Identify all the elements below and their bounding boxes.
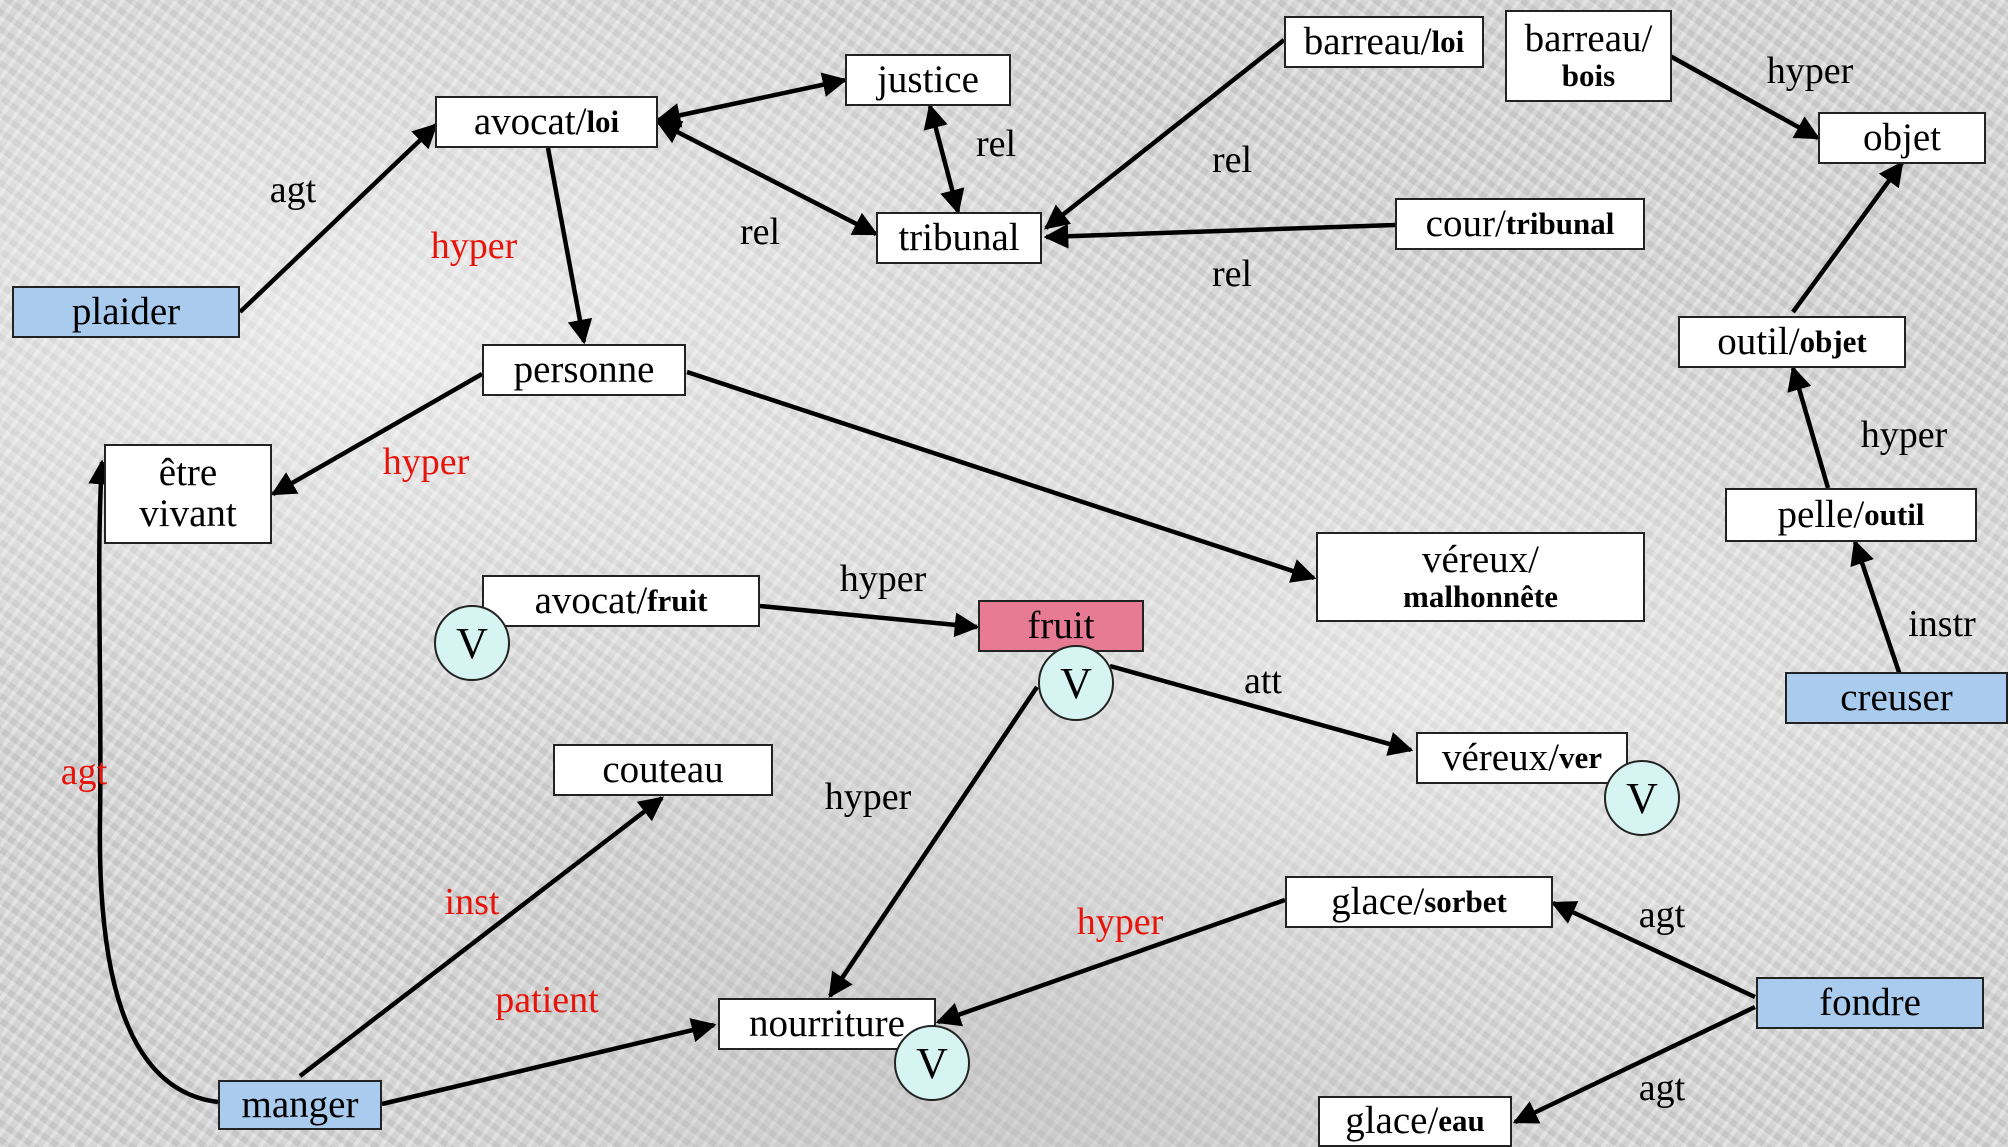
node-couteau[interactable]: couteau bbox=[553, 744, 773, 796]
label-agt-plaider: agt bbox=[269, 169, 317, 211]
node-personne[interactable]: personne bbox=[482, 344, 686, 396]
edge-personne-vereux bbox=[686, 369, 1317, 583]
edge-manger-etre bbox=[88, 459, 219, 1105]
label-rel-avocat-tribunal: rel bbox=[739, 211, 781, 253]
node-barreau-bois[interactable]: barreau/bois bbox=[1505, 10, 1672, 102]
node-fondre[interactable]: fondre bbox=[1756, 977, 1984, 1029]
edge-glace-nourriture bbox=[935, 897, 1286, 1027]
label-instr-creuser: instr bbox=[1908, 603, 1976, 645]
v-marker-vereux-ver: V bbox=[1604, 760, 1680, 836]
edge-justice-tribunal bbox=[923, 103, 965, 215]
label-agt-manger: agt bbox=[60, 751, 108, 793]
node-objet[interactable]: objet bbox=[1818, 112, 1986, 164]
edge-barreau-tribunal bbox=[1044, 38, 1286, 230]
label-hyper-avocat-personne: hyper bbox=[430, 225, 518, 267]
node-creuser[interactable]: creuser bbox=[1785, 672, 2008, 724]
edge-creuser-pelle bbox=[1850, 539, 1908, 691]
node-glace-eau[interactable]: glace/eau bbox=[1318, 1096, 1512, 1147]
label-hyper-avocat-fruit: hyper bbox=[839, 558, 927, 600]
label-hyper-glace-nourriture: hyper bbox=[1076, 901, 1164, 943]
v-marker-nourriture: V bbox=[894, 1025, 970, 1101]
node-avocat-loi[interactable]: avocat/loi bbox=[435, 96, 658, 148]
node-pelle-outil[interactable]: pelle/outil bbox=[1725, 488, 1977, 542]
v-marker-fruit: V bbox=[1038, 645, 1114, 721]
node-outil-objet[interactable]: outil/objet bbox=[1678, 316, 1906, 368]
edge-barreau-objet bbox=[1668, 54, 1821, 140]
edge-outil-objet bbox=[1791, 161, 1904, 314]
edge-manger-nourriture bbox=[381, 1018, 717, 1107]
node-avocat-fruit[interactable]: avocat/fruit bbox=[482, 575, 760, 627]
label-agt-fondre-glace-eau: agt bbox=[1638, 1067, 1686, 1109]
label-inst-manger: inst bbox=[444, 881, 500, 923]
label-rel-barreau-tribunal: rel bbox=[1211, 139, 1253, 181]
node-manger[interactable]: manger bbox=[218, 1080, 382, 1130]
edge-plaider-avocat bbox=[238, 123, 438, 314]
label-hyper-fruit-nourriture: hyper bbox=[824, 776, 912, 818]
node-glace-sorbet[interactable]: glace/sorbet bbox=[1285, 876, 1553, 928]
label-hyper-pelle-outil: hyper bbox=[1860, 414, 1948, 456]
edge-avocat-tribunal bbox=[655, 119, 879, 237]
label-rel-cour-tribunal: rel bbox=[1211, 253, 1253, 295]
node-cour-tribunal[interactable]: cour/tribunal bbox=[1395, 198, 1645, 250]
edge-personne-etre bbox=[270, 372, 484, 496]
edge-fruit-nourriture bbox=[828, 685, 1039, 999]
edge-avocat-personne bbox=[545, 147, 593, 345]
label-patient-manger: patient bbox=[495, 979, 599, 1021]
edge-avocat-justice bbox=[655, 72, 848, 128]
node-fruit[interactable]: fruit bbox=[978, 600, 1144, 652]
node-tribunal[interactable]: tribunal bbox=[876, 212, 1042, 264]
label-att-fruit-vereux: att bbox=[1244, 660, 1282, 702]
label-rel-justice-tribunal: rel bbox=[975, 123, 1017, 165]
label-hyper-personne-etre: hyper bbox=[382, 441, 470, 483]
edge-fruit-vereux bbox=[1109, 663, 1414, 756]
node-vereux-ver[interactable]: véreux/ver bbox=[1416, 732, 1628, 784]
node-justice[interactable]: justice bbox=[845, 54, 1011, 106]
label-agt-fondre-glace-sorbet: agt bbox=[1638, 894, 1686, 936]
label-hyper-barreau-objet: hyper bbox=[1766, 50, 1854, 92]
edge-fondre-glace-sorbet bbox=[1550, 900, 1756, 1000]
edge-avocat-fruit bbox=[759, 603, 980, 638]
v-marker-avocat-fruit: V bbox=[434, 605, 510, 681]
node-barreau-loi[interactable]: barreau/loi bbox=[1284, 16, 1484, 68]
edge-pelle-outil bbox=[1787, 365, 1831, 489]
node-vereux-malhonnete[interactable]: véreux/malhonnête bbox=[1316, 532, 1645, 622]
edge-manger-couteau bbox=[298, 796, 664, 1078]
edge-fondre-glace-eau bbox=[1512, 1004, 1756, 1125]
edge-cour-tribunal bbox=[1043, 222, 1396, 249]
node-plaider[interactable]: plaider bbox=[12, 286, 240, 338]
